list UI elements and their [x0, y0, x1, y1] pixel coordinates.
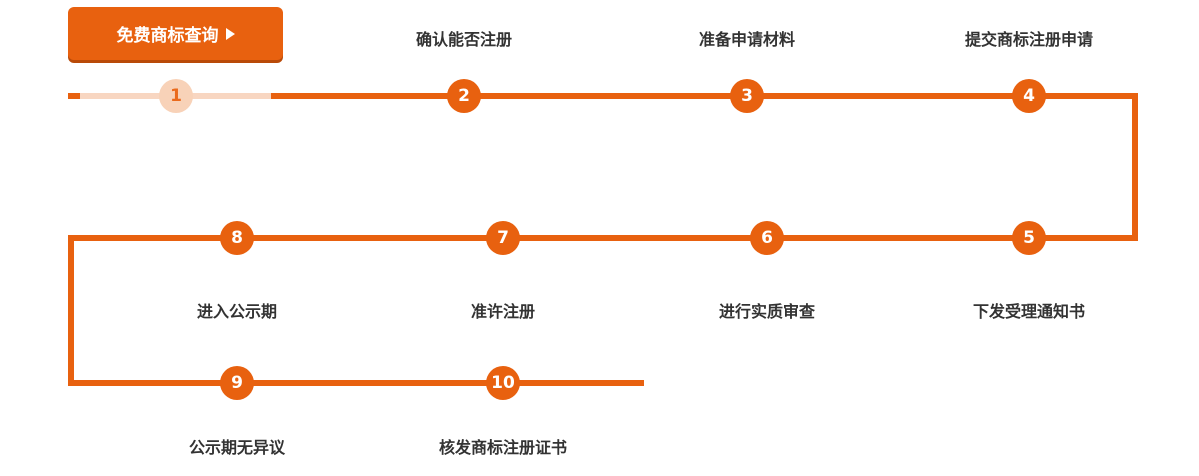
free-trademark-search-label: 免费商标查询: [116, 26, 219, 46]
flow-line-row1-start: [68, 93, 80, 99]
flow-line-left-connector: [68, 235, 74, 386]
step-label-5: 下发受理通知书: [972, 302, 1086, 321]
step-node-2: 2: [447, 79, 481, 113]
step-node-4: 4: [1012, 79, 1046, 113]
step-node-8: 8: [220, 221, 254, 255]
step-label-8: 进入公示期: [196, 302, 278, 321]
step-number: 3: [741, 86, 753, 106]
step-node-3: 3: [730, 79, 764, 113]
step-number: 8: [231, 228, 243, 248]
step-label-3: 准备申请材料: [698, 30, 796, 49]
step-label-9: 公示期无异议: [188, 438, 286, 457]
step-number: 6: [761, 228, 773, 248]
free-trademark-search-button[interactable]: 免费商标查询: [68, 7, 283, 60]
flow-line-row3: [68, 380, 644, 386]
step-node-5: 5: [1012, 221, 1046, 255]
step-number: 5: [1023, 228, 1035, 248]
step-number: 10: [491, 373, 515, 393]
step-label-6: 进行实质审查: [718, 302, 816, 321]
play-arrow-icon: [225, 27, 235, 40]
flow-line-right-connector: [1132, 93, 1138, 241]
step-label-4: 提交商标注册申请: [964, 30, 1094, 49]
step-label-7: 准许注册: [470, 302, 536, 321]
flow-line-row2: [68, 235, 1138, 241]
flow-line-row1: [271, 93, 1138, 99]
step-node-10: 10: [486, 366, 520, 400]
step-node-9: 9: [220, 366, 254, 400]
step-node-6: 6: [750, 221, 784, 255]
step-number: 9: [231, 373, 243, 393]
step-label-2: 确认能否注册: [415, 30, 513, 49]
step-node-7: 7: [486, 221, 520, 255]
step-number: 1: [170, 86, 182, 106]
step-node-1: 1: [159, 79, 193, 113]
step-number: 4: [1023, 86, 1035, 106]
step-label-10: 核发商标注册证书: [438, 438, 568, 457]
step-number: 7: [497, 228, 509, 248]
step-number: 2: [458, 86, 470, 106]
